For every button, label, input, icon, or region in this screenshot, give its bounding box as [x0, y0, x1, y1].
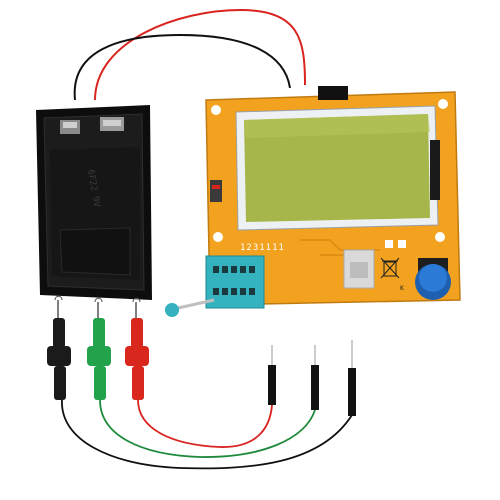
zif-socket[interactable]	[165, 255, 265, 317]
red-lead-wire	[137, 399, 273, 448]
red-clip[interactable]	[125, 297, 149, 400]
pin-socket-icon	[213, 266, 255, 295]
red-wire	[94, 8, 306, 101]
hook-clips	[47, 295, 149, 400]
recycle-bin-crossed-icon	[380, 257, 400, 279]
button-mark: K	[400, 285, 405, 292]
green-lead-wire	[99, 399, 316, 458]
black-lead-wire	[61, 399, 353, 470]
green-clip[interactable]	[87, 297, 111, 400]
lead-wires	[61, 399, 353, 470]
pin-connectors	[268, 340, 356, 416]
black-wire	[73, 33, 291, 101]
battery-wires	[73, 8, 306, 101]
battery-holder: 6F22 9V	[36, 105, 152, 300]
pin-connector[interactable]	[268, 345, 276, 405]
pin-connector[interactable]	[311, 345, 319, 410]
test-button[interactable]	[415, 258, 451, 300]
pin-connector[interactable]	[348, 340, 356, 416]
lcd-screen	[244, 114, 430, 222]
silkscreen-label: 1231111	[240, 243, 285, 253]
tester-board: 1231111 K	[205, 86, 461, 306]
black-clip[interactable]	[47, 295, 71, 400]
